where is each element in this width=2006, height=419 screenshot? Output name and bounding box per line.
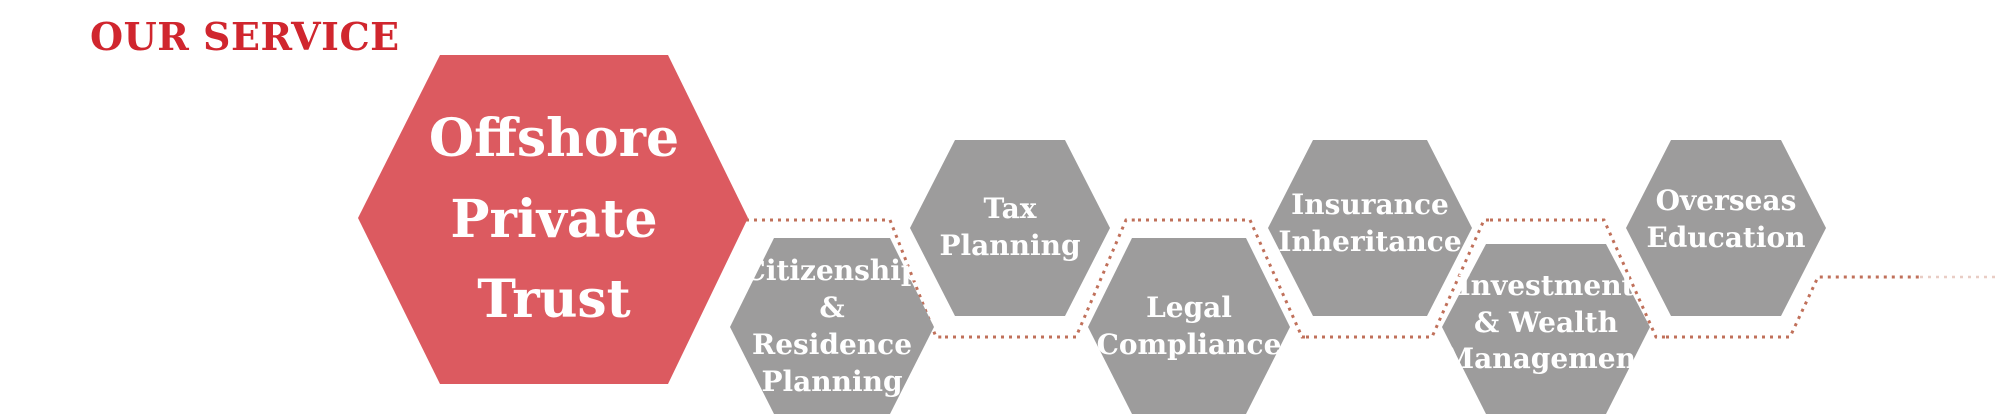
label-line: Management bbox=[1443, 342, 1649, 376]
hex-tax-planning bbox=[910, 140, 1110, 316]
label-tax-planning: Tax Planning bbox=[920, 144, 1100, 312]
hex-overseas-education bbox=[1626, 140, 1826, 316]
label-line: Citizenship bbox=[743, 254, 921, 288]
label-line: Overseas bbox=[1655, 184, 1797, 218]
label-line: Tax bbox=[983, 192, 1037, 226]
connector-legal-to-insurance bbox=[1138, 218, 1306, 339]
hex-citizenship-residence-planning bbox=[730, 238, 934, 414]
label-line: Investment bbox=[1457, 268, 1635, 302]
label-citizenship-residence-planning: Citizenship & Residence Planning bbox=[735, 244, 929, 410]
label-line: Offshore bbox=[428, 108, 680, 170]
label-line: Inheritance bbox=[1278, 225, 1462, 258]
connector-tax-to-legal bbox=[945, 218, 1138, 339]
connector-investment-to-overseas bbox=[1490, 218, 1666, 339]
label-line: Private bbox=[450, 188, 658, 250]
label-line: Compliance bbox=[1096, 328, 1282, 361]
label-line: Legal bbox=[1146, 291, 1232, 325]
connector-overseas-tail bbox=[1666, 275, 1920, 339]
label-line: & Residence bbox=[751, 291, 913, 361]
label-line: Insurance bbox=[1291, 188, 1449, 222]
hex-offshore-private-trust bbox=[358, 55, 748, 384]
label-legal-compliance: Legal Compliance bbox=[1092, 244, 1286, 410]
hex-insurance-inheritance bbox=[1268, 140, 1472, 316]
label-insurance-inheritance: Insurance Inheritance bbox=[1272, 140, 1468, 308]
label-overseas-education: Overseas Education bbox=[1636, 136, 1816, 304]
label-line: & Wealth bbox=[1473, 305, 1619, 339]
label-line: Planning bbox=[939, 229, 1081, 262]
hex-investment-wealth-management bbox=[1442, 244, 1650, 414]
label-line: Trust bbox=[477, 269, 631, 331]
connector-main-to-citizenship bbox=[746, 218, 945, 339]
label-offshore-private-trust: Offshore Private Trust bbox=[400, 70, 708, 370]
label-investment-wealth-management: Investment & Wealth Management bbox=[1443, 240, 1649, 406]
label-line: Planning bbox=[761, 364, 903, 398]
connector-insurance-to-investment bbox=[1306, 218, 1490, 339]
label-line: Education bbox=[1646, 221, 1806, 254]
hex-legal-compliance bbox=[1088, 238, 1290, 414]
decorative-dotted-lead-line bbox=[12, 89, 420, 97]
section-title: OUR SERVICE bbox=[90, 14, 400, 59]
